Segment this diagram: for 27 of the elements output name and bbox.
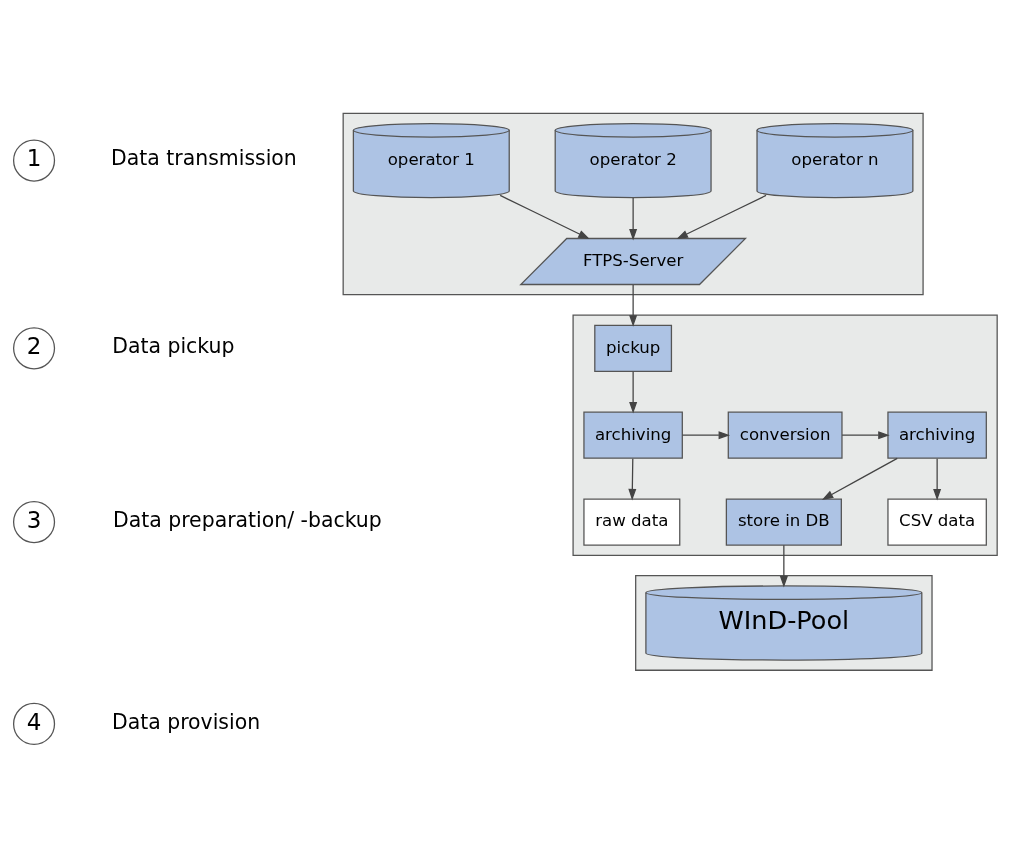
- arrow: [681, 430, 731, 439]
- arrow: [629, 196, 638, 240]
- arrow: [821, 457, 898, 500]
- node-box: archiving: [583, 411, 683, 459]
- node-label: Data pickup: [112, 333, 235, 358]
- node-label: Data transmission: [111, 145, 297, 170]
- node-circle: 4: [12, 702, 56, 745]
- node-circle: 1: [12, 139, 56, 182]
- arrow: [499, 194, 590, 239]
- cluster: [342, 112, 924, 295]
- arrow: [629, 283, 638, 327]
- node-box: conversion: [727, 411, 843, 459]
- arrow: [933, 457, 942, 500]
- node-box: store in DB: [725, 497, 842, 546]
- node-box: archiving: [887, 411, 987, 459]
- node-label: Data preparation/ -backup: [112, 507, 382, 532]
- node-box: pickup: [594, 324, 673, 372]
- arrow: [629, 370, 638, 414]
- node-label: Data provision: [111, 709, 261, 734]
- arrow: [676, 194, 767, 239]
- arrow: [628, 457, 637, 500]
- node-circle: 3: [12, 500, 56, 543]
- node-circle: 2: [12, 326, 56, 369]
- node-box: raw data: [583, 497, 681, 546]
- node-box: CSV data: [887, 497, 987, 546]
- arrow: [779, 544, 788, 588]
- arrow: [841, 430, 890, 439]
